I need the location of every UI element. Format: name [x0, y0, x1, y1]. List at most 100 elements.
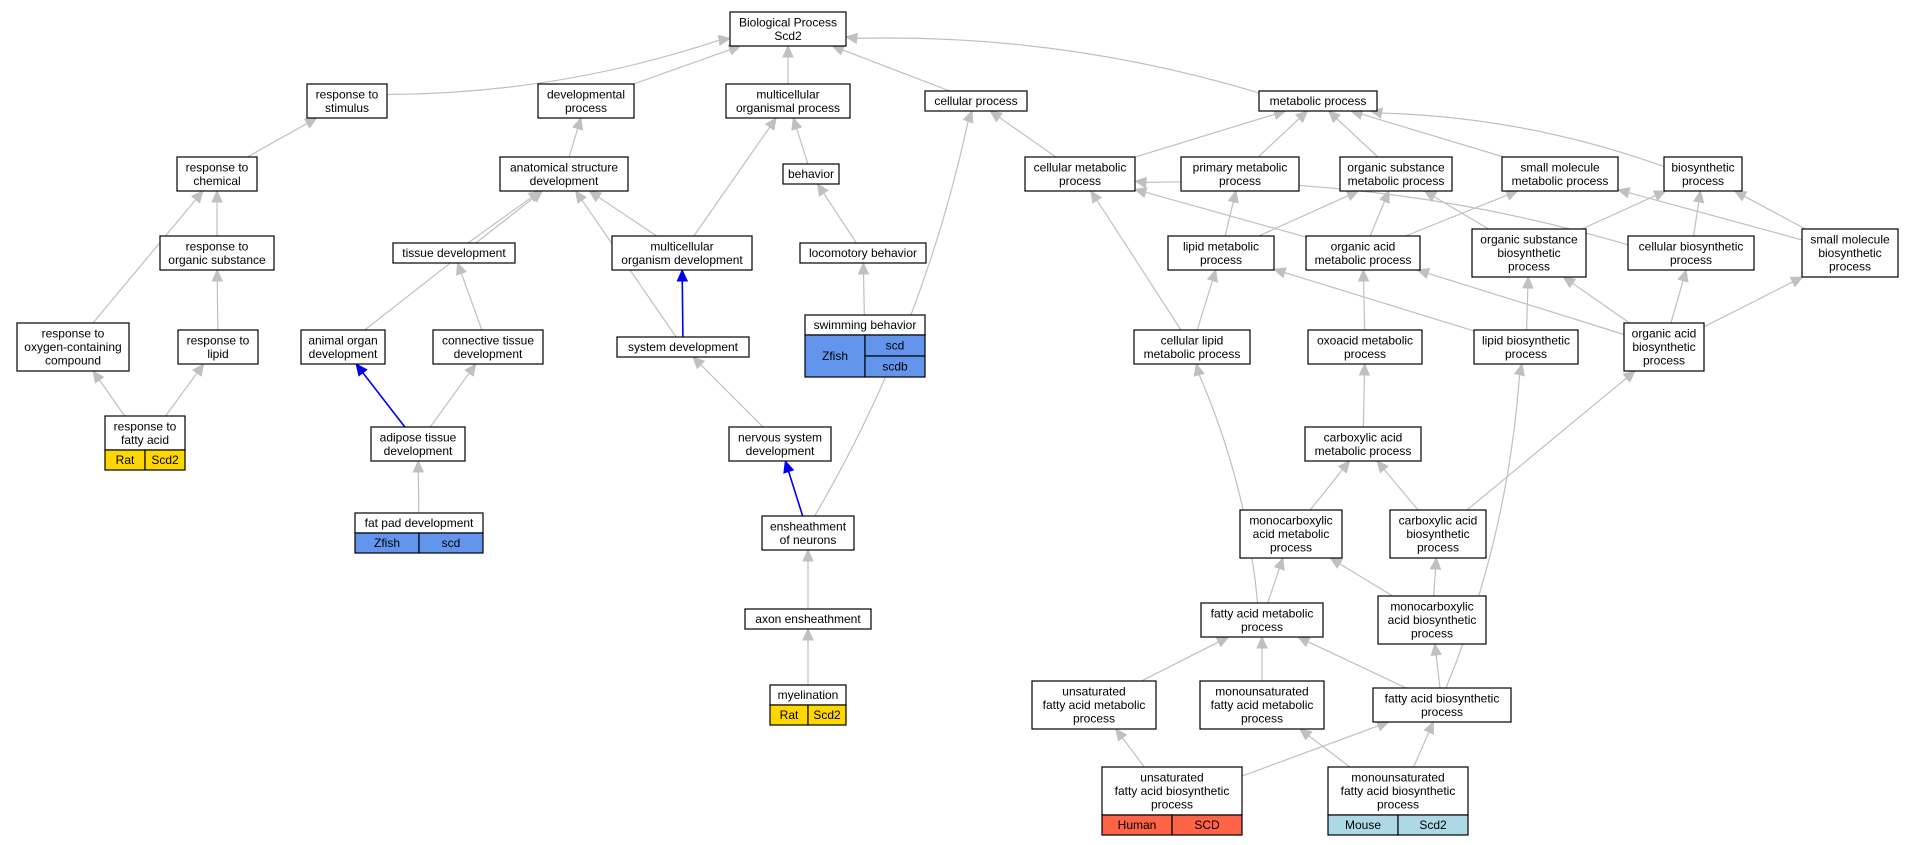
gene-label: Scd2: [813, 708, 841, 722]
go-term-label: organic substance: [1347, 160, 1445, 174]
edge-lb-to-beh: [816, 182, 857, 244]
go-term-label: monounsaturated: [1215, 685, 1308, 699]
go-term-label: biosynthetic: [1818, 246, 1881, 260]
go-term-label: unsaturated: [1140, 771, 1203, 785]
go-term-mp[interactable]: metabolic process: [1258, 90, 1378, 112]
go-term-label: oxoacid metabolic: [1317, 333, 1413, 347]
go-term-label: fatty acid metabolic: [1211, 698, 1314, 712]
go-term-label: process: [1508, 260, 1550, 274]
go-term-label: organism development: [621, 253, 743, 267]
go-term-label: process: [1241, 620, 1283, 634]
edge-mop-to-bp: [782, 44, 794, 84]
go-term-label: acid biosynthetic: [1388, 613, 1477, 627]
edge-rfa-to-rocc: [92, 370, 126, 417]
edge-camp-to-oxmp: [1358, 362, 1371, 428]
edge-rocc-to-rc: [92, 190, 204, 324]
go-term-label: organic acid: [1632, 327, 1697, 341]
go-term-cp[interactable]: cellular process: [924, 90, 1028, 112]
edge-smmp-to-mp: [1349, 108, 1504, 158]
species-label: Mouse: [1345, 818, 1381, 832]
go-term-label: response to: [186, 160, 249, 174]
go-term-label: system development: [628, 340, 739, 354]
go-term-label: tissue development: [402, 246, 506, 260]
go-term-label: adipose tissue: [380, 430, 457, 444]
edge-smbp-to-smmp: [1616, 187, 1803, 241]
go-term-lb[interactable]: locomotory behavior: [799, 242, 927, 264]
go-term-label: multicellular: [650, 239, 713, 253]
go-term-label: metabolic process: [1270, 94, 1367, 108]
edge-mcamp-to-camp: [1309, 460, 1351, 511]
go-term-beh[interactable]: behavior: [782, 163, 840, 185]
go-term-label: response to: [114, 419, 177, 433]
go-term-ae[interactable]: axon ensheathment: [744, 608, 872, 630]
go-term-td[interactable]: tissue development: [392, 242, 516, 264]
edge-myel-to-ae: [802, 627, 814, 685]
go-term-label: metabolic process: [1315, 444, 1412, 458]
go-term-label: process: [1829, 260, 1871, 274]
edge-ufabp-to-ufamp: [1115, 728, 1145, 768]
edge-beh-to-mop: [791, 116, 809, 165]
edge-lmp-to-pmp: [1224, 189, 1239, 237]
go-term-label: chemical: [193, 174, 240, 188]
gene-label: scdb: [882, 360, 908, 374]
edge-pmp-to-mp: [1257, 110, 1309, 158]
go-term-label: process: [1377, 798, 1419, 812]
go-term-sd[interactable]: system development: [616, 336, 750, 358]
gene-label: scd: [886, 339, 905, 353]
go-term-label: compound: [45, 354, 101, 368]
edge-ae-to-eon: [802, 548, 814, 609]
go-term-label: Biological Process: [739, 15, 837, 29]
edge-layer: [92, 32, 1806, 777]
edge-sd-to-mod: [676, 268, 689, 338]
edge-smbp-to-biop: [1733, 190, 1806, 230]
go-term-label: biosynthetic: [1671, 160, 1734, 174]
go-term-label: process: [1344, 347, 1386, 361]
go-term-label: process: [1417, 541, 1459, 555]
go-term-label: nervous system: [738, 430, 822, 444]
go-term-label: cellular process: [934, 94, 1017, 108]
